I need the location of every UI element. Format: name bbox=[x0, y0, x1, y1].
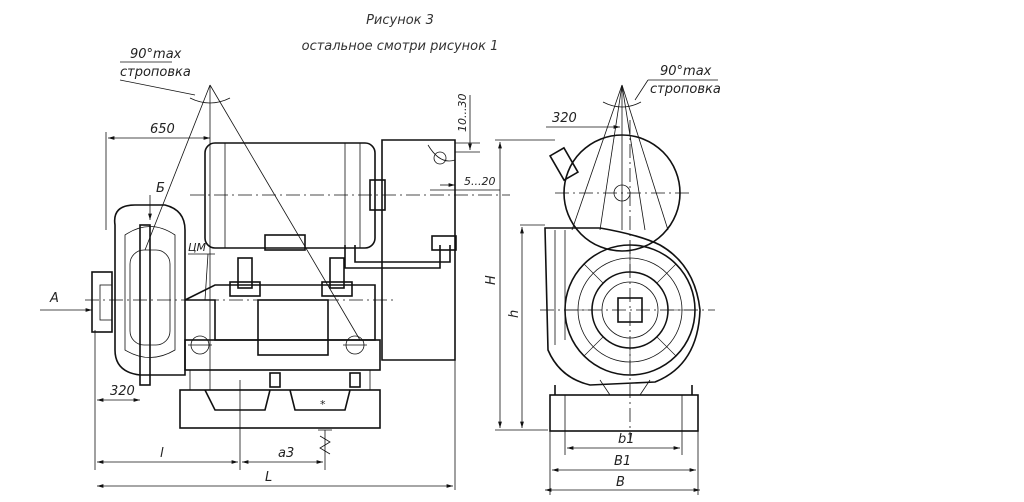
side-view: 90°max строповка 650 10...30 5...20 bbox=[40, 47, 510, 490]
dim-b1: b1 bbox=[618, 432, 635, 447]
dim-h: h bbox=[507, 310, 522, 318]
dim-650: 650 bbox=[150, 122, 175, 137]
view-a-label: А bbox=[49, 291, 59, 306]
front-view: 90°max строповка 320 bbox=[484, 64, 721, 495]
sling-label-right: строповка bbox=[650, 82, 721, 97]
mount-stud bbox=[237, 257, 253, 289]
figure-title: Рисунок 3 bbox=[366, 13, 434, 28]
sling-line bbox=[209, 84, 361, 341]
mount-stud bbox=[329, 257, 345, 289]
center-of-mass-label: ЦМ bbox=[188, 241, 207, 254]
cable-conduit bbox=[344, 245, 441, 269]
bearing-frame bbox=[184, 284, 376, 341]
terminal-box bbox=[264, 234, 306, 251]
figure-subtitle: остальное смотри рисунок 1 bbox=[302, 39, 499, 54]
dim-l: l bbox=[160, 446, 164, 461]
pump-volute bbox=[113, 204, 186, 376]
dim-B1: B1 bbox=[614, 454, 631, 469]
foundation-base bbox=[179, 389, 381, 429]
bearing-housing bbox=[257, 299, 329, 356]
volute-casing bbox=[544, 227, 701, 386]
dim-H: H bbox=[484, 275, 499, 285]
sling-angle-arc bbox=[189, 97, 231, 104]
terminal-box-end bbox=[548, 146, 580, 182]
motor-body bbox=[204, 142, 376, 249]
dim-L: L bbox=[265, 470, 272, 485]
pump-impeller-plate bbox=[139, 224, 151, 386]
dim-5-20: 5...20 bbox=[464, 175, 496, 188]
leader-line bbox=[119, 79, 196, 96]
angle-max-label-right: 90°max bbox=[660, 64, 712, 79]
dim-10-30: 10...30 bbox=[456, 94, 469, 132]
sling-label-left: строповка bbox=[120, 65, 191, 80]
dim-320-right: 320 bbox=[552, 111, 577, 126]
sling-line bbox=[144, 84, 211, 251]
front-base bbox=[549, 394, 699, 432]
dim-B: B bbox=[616, 475, 625, 490]
svg-text:*: * bbox=[320, 398, 326, 411]
view-b-label: Б bbox=[156, 181, 165, 196]
angle-max-label-left: 90°max bbox=[130, 47, 182, 62]
dim-320-left: 320 bbox=[110, 384, 135, 399]
suction-flange bbox=[91, 271, 113, 333]
dim-a3: a3 bbox=[278, 446, 294, 461]
